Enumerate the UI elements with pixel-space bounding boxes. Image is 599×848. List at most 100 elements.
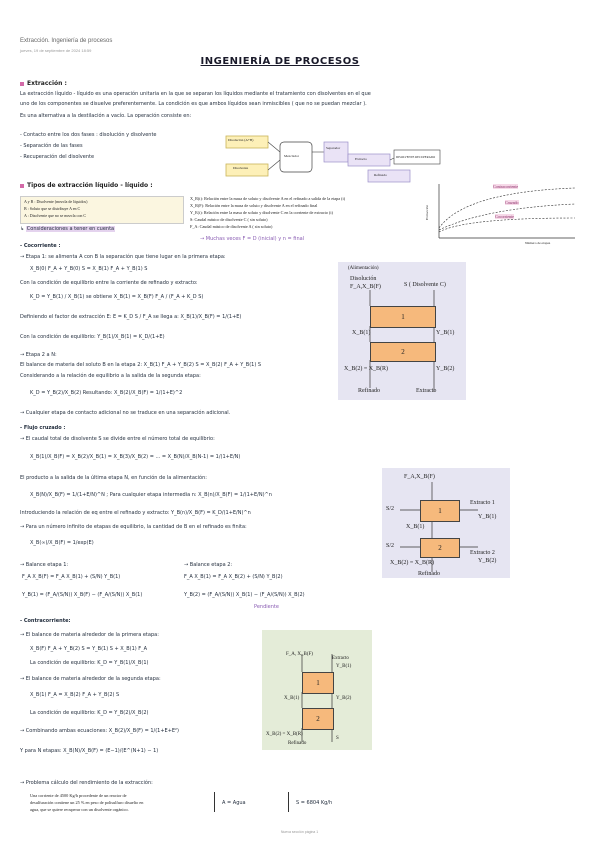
separator-box xyxy=(323,141,349,163)
text-line: El producto a la salida de la última eta… xyxy=(20,475,207,481)
series-contracorriente xyxy=(438,187,576,229)
equation: K_D = Y_B(1) / X_B(1) se obtiene X_B(1) … xyxy=(30,294,204,300)
section-heading-extraction: Extracción : xyxy=(20,80,67,87)
y2-label: Y_B(2) xyxy=(478,558,497,564)
problem-line: agua, que se quiere recuperar con un dis… xyxy=(30,807,129,812)
equation: K_D = Y_B(2)/X_B(2) Resultando: X_B(2)/X… xyxy=(30,390,183,396)
equation: X_B(1)/X_B(F) = X_B(2)/X_B(1) = X_B(3)/X… xyxy=(30,454,241,460)
text-line: → Etapa 2 a N: xyxy=(20,352,57,358)
step-item: - Contacto entre los dos fases : disoluc… xyxy=(20,132,157,138)
mixer-vessel xyxy=(279,141,313,173)
equation: F_A X_B(1) = F_A X_B(2) + (S/N) Y_B(2) xyxy=(184,574,283,580)
text-line: Con la condición de equilibrio entre la … xyxy=(20,280,198,286)
recovered-label: DISOLVENTE RECUPERADO xyxy=(396,155,436,159)
divider xyxy=(288,792,289,812)
legend-note: ↳ Consideraciones a tener en cuenta xyxy=(20,226,116,232)
arrow-line xyxy=(389,157,395,161)
page-header-date: jueves, 19 de septiembre de 2024 18:59 xyxy=(20,48,92,53)
raffinate-label: Refinado xyxy=(358,388,380,394)
contra-svg xyxy=(301,654,333,742)
equation: X_B(1) F_A = X_B(2) F_A + Y_B(2) S xyxy=(30,692,120,698)
extraction-comparison-chart: Contracorriente Cruzado Cocorriente Extr… xyxy=(425,180,585,248)
equation: X_B(F) F_A + Y_B(2) S = Y_B(1) S + X_B(1… xyxy=(30,646,148,652)
cruzado-diagram: F_A,X_B(F) S/2 S/2 1 2 Extracto 1 Y_B(1)… xyxy=(382,468,510,578)
y1-label: Y_B(1) xyxy=(336,664,352,669)
problem-line: Una corriente de 4500 Kg/h procedente de… xyxy=(30,793,127,798)
feed-label: Disolución xyxy=(350,276,377,282)
heading-text: Extracción : xyxy=(27,80,67,87)
equation: X_B(∞)/X_B(F) = 1/exp(E) xyxy=(30,540,94,546)
series-cocorriente xyxy=(438,217,576,233)
definition-line: X_R(F): Relación entre la masa de soluto… xyxy=(190,203,318,208)
raffinate-out-label: X_B(2) = X_B(R) xyxy=(390,560,435,566)
bullet-icon xyxy=(20,81,24,86)
raffinate-out-label: X_B(2) = X_B(R) xyxy=(344,366,389,372)
extract-label: Extracto xyxy=(332,656,349,661)
stage-2-block: 2 xyxy=(302,708,334,730)
extract1-label: Extracto 1 xyxy=(470,500,495,506)
definition-line: F_A: Caudal másico de disolvente A ( sin… xyxy=(190,224,273,229)
definition-line: X_R(i): Relación entre la masa de soluto… xyxy=(190,196,346,201)
text-line: → Combinando ambas ecuaciones: X_B(2)/X_… xyxy=(20,728,180,734)
text-line: Y para N etapas: X_B(N)/X_B(F) = (E−1)/(… xyxy=(20,748,159,754)
x1-label: X_B(1) xyxy=(406,524,425,530)
mixer-label: Mezclador xyxy=(284,154,299,158)
paragraph-line: Es una alternativa a la destilación a va… xyxy=(20,113,192,119)
s-label: S xyxy=(336,736,339,741)
feed-label: F_A, X_B(F) xyxy=(286,652,313,657)
y1-label: Y_B(1) xyxy=(478,514,497,520)
equation: Y_B(2) = (F_A/(S/N)) X_B(1) − (F_A/(S/N)… xyxy=(184,592,305,598)
s1-label: S/2 xyxy=(386,506,395,512)
step-item: - Recuperación del disolvente xyxy=(20,154,95,160)
stage-1-block: 1 xyxy=(420,500,460,522)
text-line: → Cualquier etapa de contacto adicional … xyxy=(20,410,231,416)
definitions-list: X_R(i): Relación entre la masa de soluto… xyxy=(190,196,410,230)
stage-2-block: 2 xyxy=(420,538,460,558)
definition-line: Y_E(i): Relación entre la masa de soluto… xyxy=(190,210,333,215)
problem-note: S = 6804 Kg/h xyxy=(296,800,333,806)
sep-label: Separador xyxy=(326,146,341,150)
page-header-title: Extracción. Ingeniería de procesos xyxy=(20,38,113,44)
slope-note: Pendiente xyxy=(254,604,279,610)
diagram-title: (Alimentación) xyxy=(348,266,379,271)
stage-1-block: 1 xyxy=(370,306,436,328)
legend-note-text: Consideraciones a tener en cuenta xyxy=(25,226,116,232)
balance-heading: → Balance etapa 1: xyxy=(20,562,69,568)
problem-heading: → Problema cálculo del rendimiento de la… xyxy=(20,780,153,786)
raffinate-box xyxy=(367,169,411,183)
problem-line: desulfuración contiene un 25 % en peso d… xyxy=(30,800,144,805)
paragraph-line: uno de los componentes se disuelve prefe… xyxy=(20,101,367,107)
arrow-line xyxy=(267,159,281,171)
legend-line: A : Disolvente que no se mezcla con C xyxy=(24,213,86,218)
equation: X_B(0) F_A + Y_B(0) S = X_B(1) F_A + Y_B… xyxy=(30,266,148,272)
text-line: Definiendo el factor de extracción E: E … xyxy=(20,314,242,320)
step-item: - Separación de las fases xyxy=(20,143,83,149)
problem-note: A = Agua xyxy=(222,800,246,806)
chart-xlabel: Número de etapas xyxy=(525,241,551,245)
heading-text: Tipos de extracción líquido - líquido : xyxy=(27,182,153,189)
subsection-contracorriente: - Contracorriente: xyxy=(20,618,71,624)
legend-line: A y B : Disolvente (mezcla de líquidos) xyxy=(24,199,88,204)
text-line: → El caudal total de disolvente S se div… xyxy=(20,436,215,442)
divider xyxy=(214,792,215,812)
y2-label: Y_B(2) xyxy=(336,696,352,701)
recovered-box xyxy=(393,149,441,165)
page-footer: Nueva sección página 1 xyxy=(280,830,319,834)
paragraph-line: La extracción líquido - líquido es una o… xyxy=(20,91,371,97)
text-line: → Etapa 1: se alimenta A con B la separa… xyxy=(20,254,226,260)
series-cruzado xyxy=(438,203,576,231)
legend-cruzado: Cruzado xyxy=(505,200,519,205)
equation: Y_B(1) = (F_A/(S/N)) X_B(F) − (F_A/(S/N)… xyxy=(22,592,143,598)
cruzado-svg xyxy=(400,482,478,572)
balance-heading: → Balance etapa 2: xyxy=(184,562,233,568)
feed-label: F_A,X_B(F) xyxy=(404,474,435,480)
extract-out-label: Y_B(2) xyxy=(436,366,455,372)
defs-note: → Muchas veces F = D (inicial) y n = fin… xyxy=(200,236,305,242)
text-line: La condición de equilibrio: K_D = Y_B(2)… xyxy=(30,710,149,716)
arrow-line xyxy=(267,141,281,153)
text-line: La condición de equilibrio: K_D = Y_B(1)… xyxy=(30,660,149,666)
extract-label: Extracto xyxy=(416,388,437,394)
process-diagram-svg xyxy=(225,135,441,183)
contracorriente-diagram: F_A, X_B(F) Extracto Y_B(1) 1 X_B(1) Y_B… xyxy=(262,630,372,750)
raffinate-out-label: X_B(2) = X_B(R) xyxy=(266,732,303,737)
